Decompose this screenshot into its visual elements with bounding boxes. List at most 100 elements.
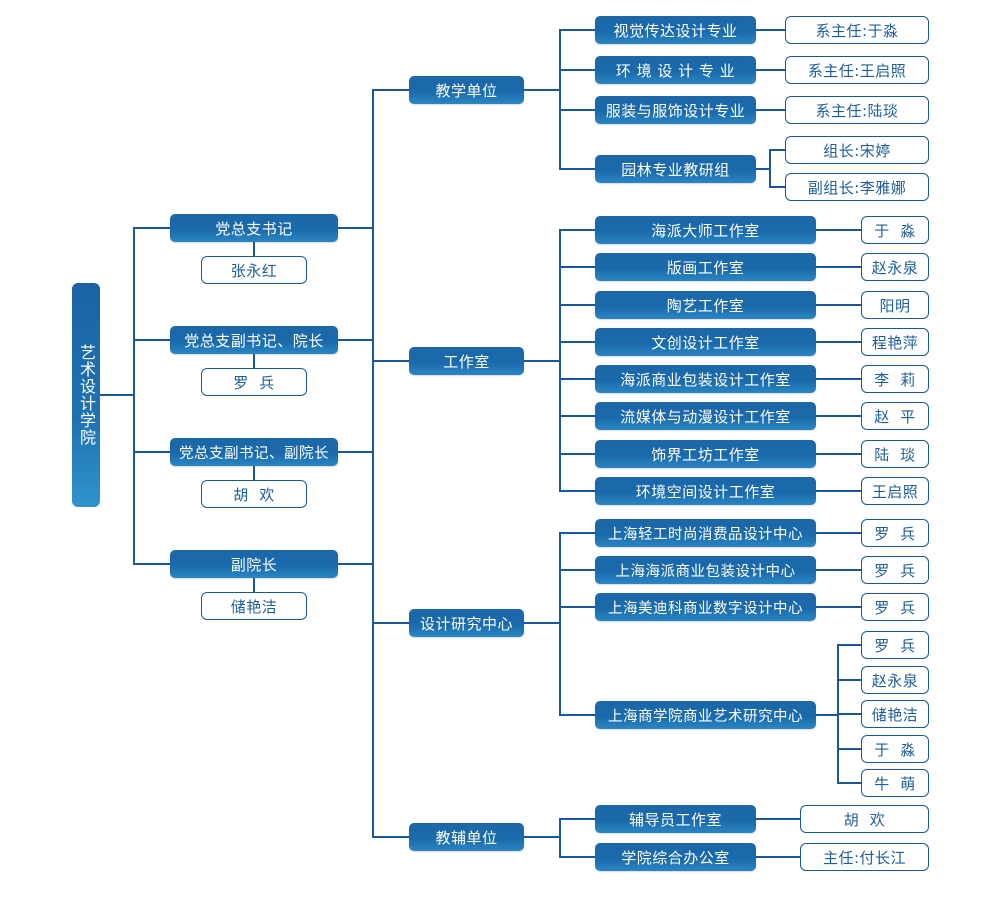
unit-box: 文创设计工作室 [595, 328, 816, 356]
person-box: 赵永泉 [861, 253, 929, 281]
person-box-text: 陆 琰 [874, 445, 916, 464]
leader-title-text: 党总支副书记、院长 [184, 331, 324, 350]
connector [338, 563, 374, 565]
unit-box-text: 饰界工坊工作室 [651, 445, 760, 464]
connector [769, 149, 771, 188]
connector [372, 360, 409, 362]
person-box: 于 淼 [861, 735, 929, 763]
connector [559, 532, 595, 534]
connector [524, 89, 561, 91]
connector [133, 339, 170, 341]
connector [372, 836, 409, 838]
connector [816, 304, 861, 306]
leader-name: 张永红 [201, 256, 307, 284]
division-label: 工作室 [443, 352, 490, 371]
person-box-text: 罗 兵 [874, 524, 916, 543]
connector [559, 569, 595, 571]
division-label: 设计研究中心 [419, 614, 513, 633]
connector [338, 451, 374, 453]
person-box-text: 程艳萍 [871, 333, 919, 352]
person-box: 主任:付长江 [800, 843, 929, 871]
leader-name-text: 储艳洁 [230, 597, 278, 616]
person-box: 李 莉 [861, 365, 929, 393]
leader-name: 胡 欢 [201, 480, 307, 508]
unit-box: 海派商业包装设计工作室 [595, 365, 816, 393]
connector [559, 490, 595, 492]
connector [559, 266, 595, 268]
leader-name-text: 罗 兵 [233, 373, 275, 392]
connector [756, 856, 800, 858]
connector [559, 606, 595, 608]
unit-box: 环境空间设计工作室 [595, 477, 816, 505]
unit-box: 上海轻工时尚消费品设计中心 [595, 519, 816, 547]
person-box: 牛 萌 [861, 769, 929, 797]
unit-box: 服装与服饰设计专业 [595, 96, 756, 124]
person-box: 于 淼 [861, 216, 929, 244]
person-box: 副组长:李雅娜 [785, 173, 929, 201]
unit-box-text: 环境空间设计工作室 [635, 482, 776, 501]
person-box: 系主任:王启照 [785, 56, 929, 84]
unit-box-text: 辅导员工作室 [628, 810, 722, 829]
leader-title-text: 副院长 [230, 555, 278, 574]
person-box-text: 赵永泉 [871, 671, 919, 690]
unit-box: 海派大师工作室 [595, 216, 816, 244]
unit-box: 视觉传达设计专业 [595, 16, 756, 44]
connector [559, 532, 561, 716]
leader-name-text: 张永红 [230, 261, 278, 280]
person-box-text: 罗 兵 [874, 636, 916, 655]
unit-box: 上海海派商业包装设计中心 [595, 556, 816, 584]
connector [837, 748, 861, 750]
unit-box-text: 上海轻工时尚消费品设计中心 [608, 526, 803, 543]
connector [372, 89, 374, 838]
connector [837, 713, 861, 715]
person-box-text: 主任:付长江 [822, 848, 907, 867]
connector [559, 818, 561, 858]
leader-title: 党总支副书记、院长 [170, 326, 338, 354]
connector [559, 818, 595, 820]
person-box-text: 罗 兵 [874, 561, 916, 580]
connector [756, 69, 785, 71]
connector [559, 714, 595, 716]
connector [816, 532, 861, 534]
person-box: 陆 琰 [861, 440, 929, 468]
person-box-text: 赵 平 [874, 407, 916, 426]
connector [816, 415, 861, 417]
person-box: 罗 兵 [861, 593, 929, 621]
person-name: 系主任:陆琰 [815, 101, 899, 120]
connector [756, 818, 800, 820]
connector [559, 341, 595, 343]
connector [816, 569, 861, 571]
connector [816, 453, 861, 455]
unit-box: 上海美迪科商业数字设计中心 [595, 593, 816, 621]
connector [769, 186, 785, 188]
connector [524, 836, 561, 838]
leader-name: 储艳洁 [201, 592, 307, 620]
connector [559, 109, 595, 111]
connector [133, 563, 170, 565]
leader-title: 党总支副书记、副院长 [170, 438, 338, 466]
connector [837, 782, 861, 784]
connector [100, 394, 135, 396]
person-name: 系主任:王启照 [807, 61, 907, 80]
person-box-text: 阳明 [879, 296, 911, 315]
person-name: 系主任:于淼 [815, 21, 899, 40]
person-box-text: 李 莉 [874, 370, 916, 389]
person-box: 罗 兵 [861, 519, 929, 547]
division-studios: 工作室 [409, 347, 524, 375]
connector [559, 856, 595, 858]
person-box: 王启照 [861, 477, 929, 505]
unit-box: 学院综合办公室 [595, 843, 756, 871]
connector [338, 227, 374, 229]
connector [559, 69, 595, 71]
person-box: 罗 兵 [861, 631, 929, 659]
connector [372, 89, 409, 91]
unit-box: 流媒体与动漫设计工作室 [595, 402, 816, 430]
connector [338, 339, 374, 341]
connector [559, 453, 595, 455]
connector [253, 578, 255, 592]
unit-box-text: 上海海派商业包装设计中心 [615, 563, 796, 580]
person-box-text: 于 淼 [874, 740, 916, 759]
leader-name: 罗 兵 [201, 368, 307, 396]
person-box-text: 赵永泉 [871, 258, 919, 277]
unit-box: 辅导员工作室 [595, 805, 756, 833]
